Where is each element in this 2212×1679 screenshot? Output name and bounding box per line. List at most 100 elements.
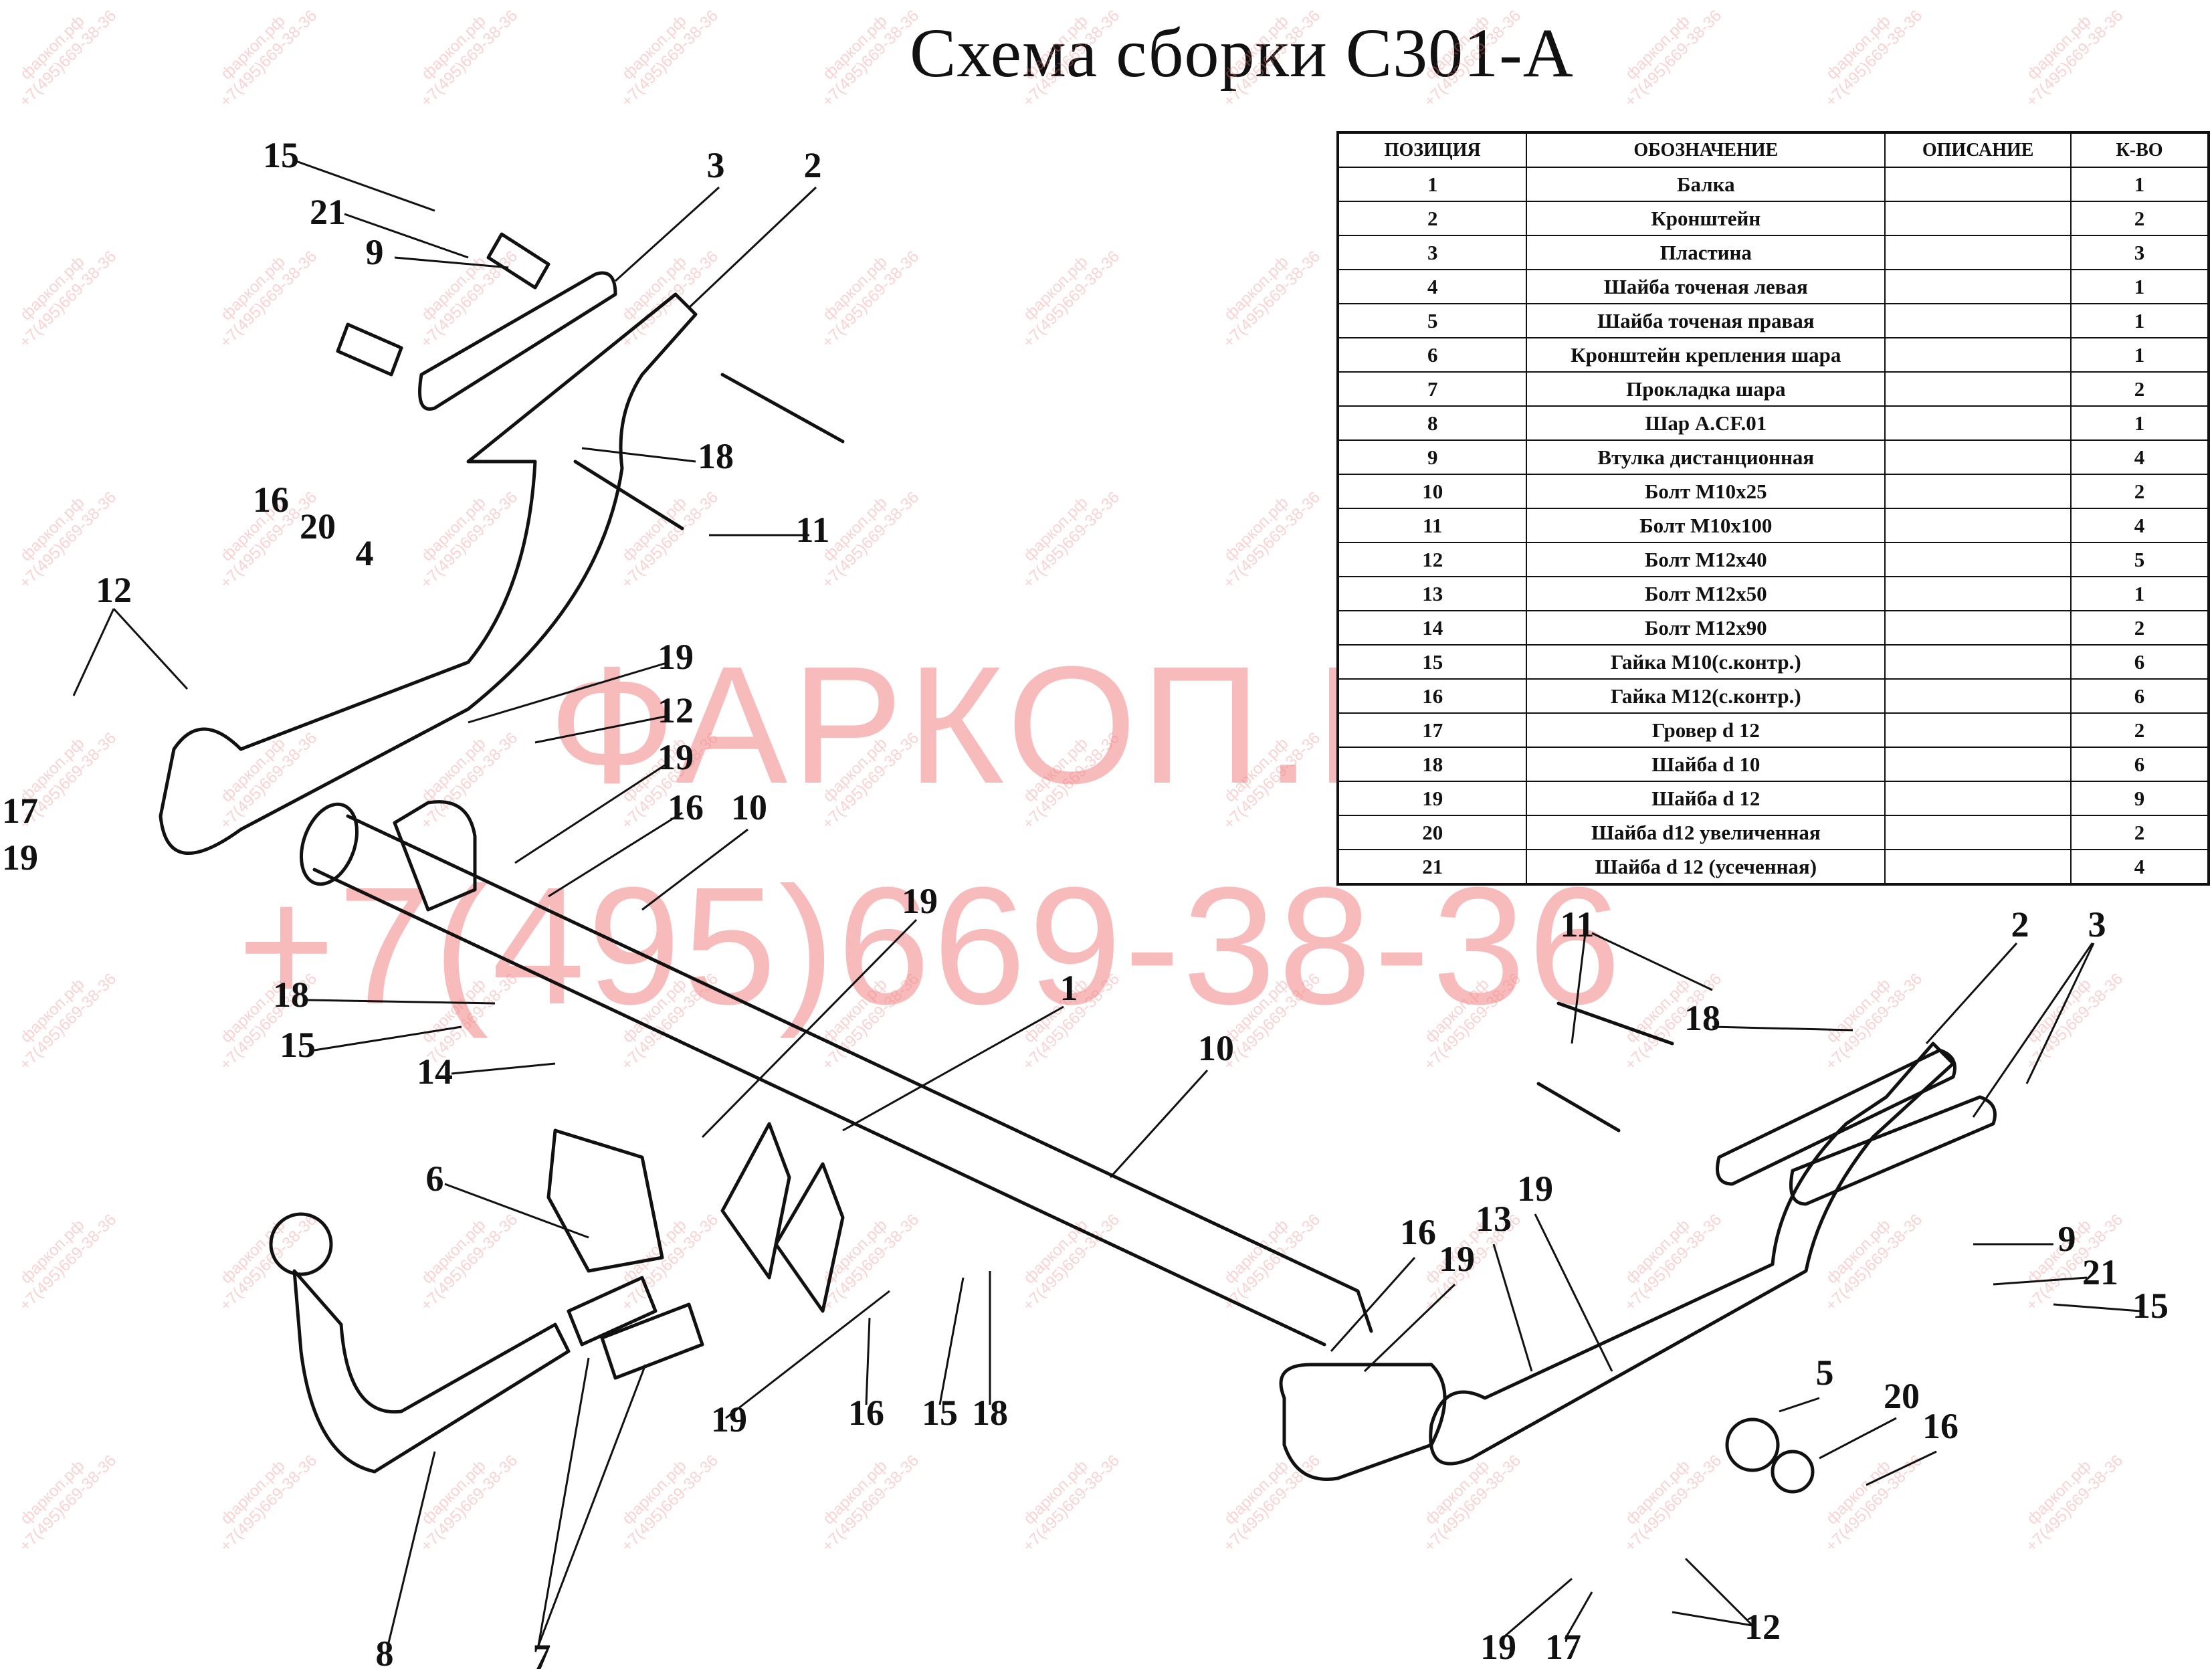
- header-description: ОПИСАНИЕ: [1884, 132, 2072, 168]
- callout-label: 13: [1476, 1199, 1512, 1239]
- callout-label: 15: [2132, 1286, 2169, 1326]
- watermark-tile: фаркоп.рф+7(495)669-38-36: [16, 970, 120, 1074]
- cell-designation: Болт М12х50: [1526, 576, 1886, 611]
- cell-quantity: 2: [2070, 201, 2209, 236]
- watermark-tile: фаркоп.рф+7(495)669-38-36: [217, 1452, 320, 1555]
- table-header-row: ПОЗИЦИЯ ОБОЗНАЧЕНИЕ ОПИСАНИЕ К-ВО: [1336, 132, 2209, 168]
- watermark-tile: фаркоп.рф+7(495)669-38-36: [1019, 1452, 1123, 1555]
- watermark-tile: фаркоп.рф+7(495)669-38-36: [1019, 1211, 1123, 1314]
- cell-position: 21: [1336, 849, 1528, 885]
- leader-line: [1591, 932, 1713, 991]
- cell-quantity: 2: [2070, 474, 2209, 509]
- cell-quantity: 2: [2070, 610, 2209, 646]
- cell-designation: Шайба точеная левая: [1526, 269, 1886, 304]
- cell-position: 3: [1336, 235, 1528, 270]
- cell-position: 12: [1336, 542, 1528, 577]
- watermark-tile: фаркоп.рф+7(495)669-38-36: [417, 7, 521, 110]
- watermark-tile: фаркоп.рф+7(495)669-38-36: [819, 1452, 922, 1555]
- cell-description: [1884, 405, 2072, 441]
- cell-designation: Болт М10х25: [1526, 474, 1886, 509]
- left-spacer-a: [486, 232, 550, 290]
- cell-designation: Шайба d12 увеличенная: [1526, 815, 1886, 850]
- cell-position: 5: [1336, 303, 1528, 338]
- diagram-title: Схема сборки С301-А: [910, 15, 1574, 92]
- cell-quantity: 3: [2070, 235, 2209, 270]
- callout-label: 16: [1400, 1212, 1436, 1252]
- leader-line: [1534, 1213, 1613, 1372]
- cell-designation: Кронштейн крепления шара: [1526, 337, 1886, 373]
- cell-position: 9: [1336, 439, 1528, 475]
- cell-designation: Болт М12х40: [1526, 542, 1886, 577]
- watermark-tile: фаркоп.рф+7(495)669-38-36: [2023, 7, 2126, 110]
- callout-label: 8: [376, 1634, 394, 1674]
- watermark-tile: фаркоп.рф+7(495)669-38-36: [16, 1211, 120, 1314]
- right-plate: [1716, 1048, 1956, 1186]
- tow-ball: [269, 1212, 333, 1276]
- left-plate: [418, 271, 617, 411]
- callout-label: 19: [658, 637, 694, 677]
- leader-line: [614, 186, 720, 282]
- callout-label: 19: [902, 881, 938, 921]
- leader-line: [1363, 1283, 1456, 1373]
- leader-line: [72, 608, 115, 696]
- watermark-tile: фаркоп.рф+7(495)669-38-36: [1220, 1452, 1324, 1555]
- ball-neck: [292, 1269, 571, 1474]
- left-bolt-a: [720, 373, 845, 443]
- cell-quantity: 6: [2070, 644, 2209, 680]
- cell-description: [1884, 678, 2072, 714]
- leader-line: [641, 828, 748, 911]
- cell-designation: Прокладка шара: [1526, 371, 1886, 407]
- cell-description: [1884, 712, 2072, 748]
- left-spacer-b: [336, 322, 403, 377]
- watermark-tile: фаркоп.рф+7(495)669-38-36: [1822, 7, 1926, 110]
- watermark-tile: фаркоп.рф+7(495)669-38-36: [417, 1211, 521, 1314]
- leader-line: [394, 256, 509, 269]
- watermark-tile: фаркоп.рф+7(495)669-38-36: [217, 248, 320, 351]
- cell-position: 10: [1336, 474, 1528, 509]
- leader-line: [1109, 1069, 1209, 1179]
- cell-designation: Шайба точеная правая: [1526, 303, 1886, 338]
- watermark-tile: фаркоп.рф+7(495)669-38-36: [217, 7, 320, 110]
- cell-quantity: 4: [2070, 849, 2209, 885]
- watermark-tile: фаркоп.рф+7(495)669-38-36: [1421, 1452, 1524, 1555]
- cell-description: [1884, 576, 2072, 611]
- callout-label: 3: [707, 145, 725, 185]
- callout-label: 19: [1480, 1627, 1516, 1667]
- leader-line: [1564, 1591, 1593, 1640]
- cell-description: [1884, 542, 2072, 577]
- leader-line: [468, 661, 670, 724]
- header-position: ПОЗИЦИЯ: [1336, 132, 1528, 168]
- leader-line: [534, 714, 670, 744]
- callout-label: 16: [253, 480, 289, 520]
- leader-line: [1330, 1257, 1416, 1352]
- callout-label: 15: [280, 1025, 316, 1065]
- watermark-tile: фаркоп.рф+7(495)669-38-36: [1220, 488, 1324, 592]
- callout-label: 19: [2, 837, 38, 878]
- leader-line: [1993, 1276, 2088, 1286]
- leader-line: [537, 1357, 590, 1646]
- callout-label: 9: [2058, 1219, 2076, 1259]
- cell-position: 14: [1336, 610, 1528, 646]
- beam-part: [312, 814, 1373, 1347]
- cell-designation: Балка: [1526, 167, 1886, 202]
- callout-label: 16: [848, 1393, 884, 1433]
- leader-line: [1684, 1557, 1754, 1627]
- cell-description: [1884, 269, 2072, 304]
- callout-label: 16: [1922, 1406, 1958, 1446]
- callout-label: 18: [273, 975, 309, 1015]
- cell-description: [1884, 508, 2072, 543]
- watermark-tile: фаркоп.рф+7(495)669-38-36: [1220, 248, 1324, 351]
- cell-quantity: 1: [2070, 303, 2209, 338]
- cell-description: [1884, 644, 2072, 680]
- callout-label: 7: [533, 1637, 551, 1677]
- cell-description: [1884, 235, 2072, 270]
- watermark-tile: фаркоп.рф+7(495)669-38-36: [1019, 7, 1123, 110]
- cell-designation: Болт М12х90: [1526, 610, 1886, 646]
- callout-label: 17: [2, 791, 38, 831]
- leader-line: [688, 186, 817, 309]
- cell-description: [1884, 815, 2072, 850]
- leader-line: [1712, 1025, 1853, 1031]
